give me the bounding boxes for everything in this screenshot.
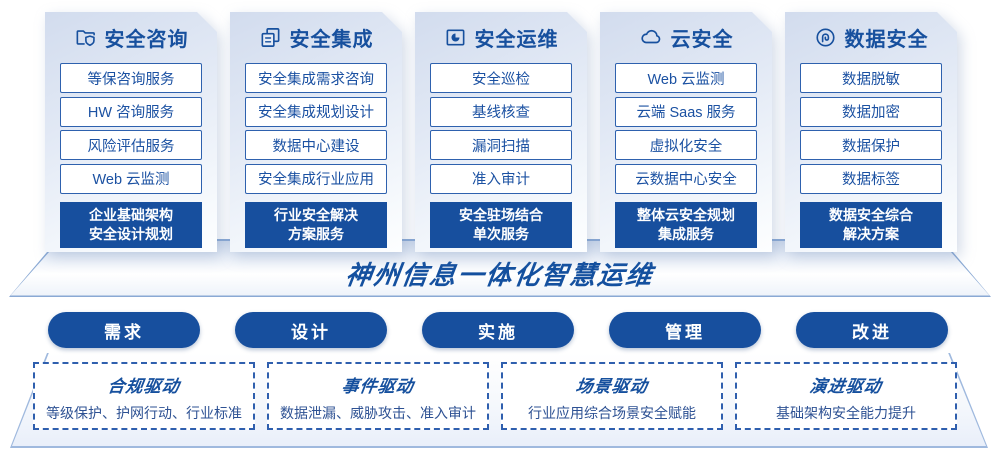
driver-incident: 事件驱动 数据泄漏、威胁攻击、准入审计 [267, 362, 489, 430]
service-item: Web 云监测 [60, 164, 202, 194]
column-header: 安全咨询 [74, 24, 189, 50]
banner-title: 神州信息一体化智慧运维 [0, 255, 1000, 292]
driver-desc: 数据泄漏、威胁攻击、准入审计 [280, 405, 476, 421]
phase-pill-demand: 需求 [48, 312, 200, 348]
driver-scenario: 场景驱动 行业应用综合场景安全赋能 [501, 362, 723, 430]
footer-line: 企业基础架构 [89, 206, 173, 223]
phase-pill-manage: 管理 [609, 312, 761, 348]
service-item: 漏洞扫描 [430, 130, 572, 160]
service-item: 安全集成规划设计 [245, 97, 387, 127]
column-data-security: 数据安全 数据脱敏 数据加密 数据保护 数据标签 数据安全综合 解决方案 [785, 12, 957, 252]
footer-line: 安全驻场结合 [459, 206, 543, 223]
service-item: 数据脱敏 [800, 63, 942, 93]
service-item: 准入审计 [430, 164, 572, 194]
column-panel: 云安全 Web 云监测 云端 Saas 服务 虚拟化安全 云数据中心安全 整体云… [600, 12, 772, 252]
footer-line: 单次服务 [473, 225, 529, 242]
footer-line: 集成服务 [658, 225, 714, 242]
column-cloud-security: 云安全 Web 云监测 云端 Saas 服务 虚拟化安全 云数据中心安全 整体云… [600, 12, 772, 252]
service-item: 云端 Saas 服务 [615, 97, 757, 127]
driver-desc: 行业应用综合场景安全赋能 [528, 405, 696, 421]
driver-desc: 基础架构安全能力提升 [776, 405, 916, 421]
service-item: 数据保护 [800, 130, 942, 160]
column-title: 安全运维 [474, 28, 559, 51]
data-security-swirl-icon [814, 26, 837, 49]
footer-line: 整体云安全规划 [637, 206, 735, 223]
column-header: 安全运维 [444, 24, 559, 50]
column-title: 云安全 [670, 28, 734, 51]
phase-pill-design: 设计 [235, 312, 387, 348]
column-title: 安全咨询 [104, 28, 189, 51]
phase-pill-row: 需求 设计 实施 管理 改进 [48, 312, 948, 348]
column-title: 数据安全 [844, 28, 929, 51]
column-footer: 企业基础架构 安全设计规划 [60, 202, 202, 248]
driver-evolution: 演进驱动 基础架构安全能力提升 [735, 362, 957, 430]
service-item: 云数据中心安全 [615, 164, 757, 194]
driver-title: 场景驱动 [574, 377, 650, 396]
footer-line: 解决方案 [843, 225, 899, 242]
driver-desc: 等级保护、护网行动、行业标准 [46, 405, 242, 421]
folder-pie-chart-icon [444, 26, 467, 49]
service-item: 虚拟化安全 [615, 130, 757, 160]
column-panel: 数据安全 数据脱敏 数据加密 数据保护 数据标签 数据安全综合 解决方案 [785, 12, 957, 252]
driver-compliance: 合规驱动 等级保护、护网行动、行业标准 [33, 362, 255, 430]
footer-line: 行业安全解决 [274, 206, 358, 223]
service-item: 数据加密 [800, 97, 942, 127]
cloud-icon [639, 25, 663, 49]
column-footer: 安全驻场结合 单次服务 [430, 202, 572, 248]
driver-title: 事件驱动 [340, 377, 416, 396]
service-item: 数据中心建设 [245, 130, 387, 160]
column-header: 安全集成 [259, 24, 374, 50]
banner-title-text: 神州信息一体化智慧运维 [343, 260, 656, 290]
service-item: 等保咨询服务 [60, 63, 202, 93]
column-footer: 行业安全解决 方案服务 [245, 202, 387, 248]
footer-line: 方案服务 [288, 225, 344, 242]
service-item: 安全集成需求咨询 [245, 63, 387, 93]
footer-line: 安全设计规划 [89, 225, 173, 242]
column-security-integration: 安全集成 安全集成需求咨询 安全集成规划设计 数据中心建设 安全集成行业应用 行… [230, 12, 402, 252]
column-title: 安全集成 [289, 28, 374, 51]
stacked-documents-icon [259, 26, 282, 49]
service-item: 安全巡检 [430, 63, 572, 93]
service-item: HW 咨询服务 [60, 97, 202, 127]
column-footer: 整体云安全规划 集成服务 [615, 202, 757, 248]
phase-pill-implement: 实施 [422, 312, 574, 348]
service-item: 风险评估服务 [60, 130, 202, 160]
driver-row: 合规驱动 等级保护、护网行动、行业标准 事件驱动 数据泄漏、威胁攻击、准入审计 … [33, 362, 957, 430]
column-panel: 安全集成 安全集成需求咨询 安全集成规划设计 数据中心建设 安全集成行业应用 行… [230, 12, 402, 252]
column-header: 数据安全 [814, 24, 929, 50]
driver-title: 合规驱动 [106, 377, 182, 396]
service-item: Web 云监测 [615, 63, 757, 93]
footer-line: 数据安全综合 [829, 206, 913, 223]
phase-pill-improve: 改进 [796, 312, 948, 348]
column-security-consulting: 安全咨询 等保咨询服务 HW 咨询服务 风险评估服务 Web 云监测 企业基础架… [45, 12, 217, 252]
column-header: 云安全 [639, 24, 734, 50]
column-footer: 数据安全综合 解决方案 [800, 202, 942, 248]
service-item: 基线核查 [430, 97, 572, 127]
driver-title: 演进驱动 [808, 377, 884, 396]
service-item: 数据标签 [800, 164, 942, 194]
column-panel: 安全咨询 等保咨询服务 HW 咨询服务 风险评估服务 Web 云监测 企业基础架… [45, 12, 217, 252]
folder-shield-icon [74, 26, 97, 49]
service-item: 安全集成行业应用 [245, 164, 387, 194]
column-panel: 安全运维 安全巡检 基线核查 漏洞扫描 准入审计 安全驻场结合 单次服务 [415, 12, 587, 252]
column-security-operations: 安全运维 安全巡检 基线核查 漏洞扫描 准入审计 安全驻场结合 单次服务 [415, 12, 587, 252]
